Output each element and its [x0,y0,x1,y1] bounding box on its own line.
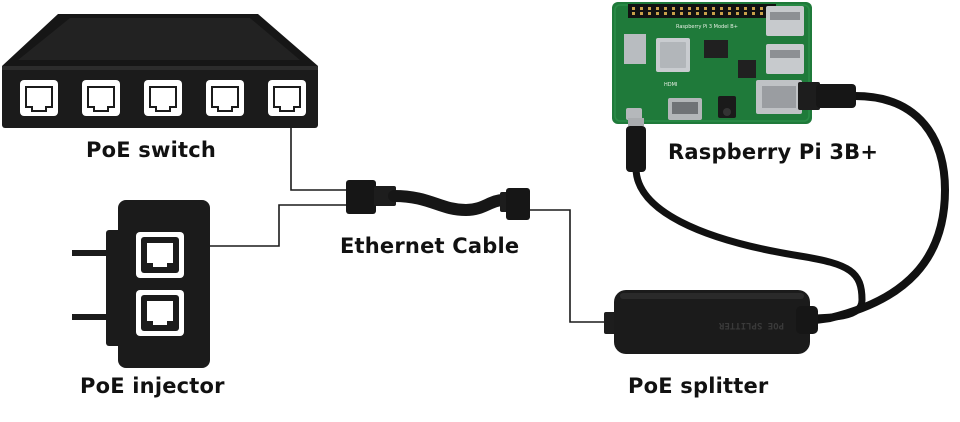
gpio-header [628,4,776,18]
switch-top-sheen [18,18,300,60]
usb-port-bottom-slot [770,50,800,58]
switch-port-4 [206,80,244,116]
injector-to-cable-line [208,204,350,247]
micro-usb-plug [626,118,646,172]
injector-port-top [136,232,184,278]
hdmi-port-opening [672,102,698,114]
ram-chip [704,40,728,58]
switch-port-3 [144,80,182,116]
pi-ethernet-plug [798,82,856,110]
splitter-cable-boot [796,306,818,334]
cable-left-boot [374,186,396,206]
injector-body [118,200,210,368]
injector-prong-bottom [72,314,116,320]
poe-switch [2,14,318,128]
ethernet-jack-opening [762,86,796,108]
label-ethernet-cable: Ethernet Cable [340,234,520,258]
soc-chip-lid [660,42,686,68]
board-hdmi-text: HDMI [664,82,677,88]
usb-port-top [766,6,804,36]
cable-to-splitter-line [528,209,612,323]
audio-jack-hole [723,108,731,116]
poe-splitter: POE SPLITTER [604,290,818,354]
switch-ports [20,80,306,116]
switch-port-1 [20,80,58,116]
gpio-pins [632,7,771,15]
splitter-top-edge [620,293,804,299]
audio-jack [718,96,736,118]
usb-port-top-slot [770,12,800,20]
raspberry-pi-board: Raspberry Pi 3 Model B+ HDMI [612,2,812,124]
cable-right-connector [506,188,530,220]
label-poe-injector: PoE injector [80,374,225,398]
label-poe-splitter: PoE splitter [628,374,769,398]
usb-controller-chip [738,60,756,78]
ethernet-cable [346,180,530,220]
splitter-body [614,290,810,354]
injector-port-bottom [136,290,184,336]
board-model-text: Raspberry Pi 3 Model B+ [676,24,738,30]
pi-ethernet-cable [796,92,950,326]
wifi-module [624,34,646,64]
injector-prong-top [72,250,116,256]
switch-port-2 [82,80,120,116]
label-poe-switch: PoE switch [86,138,217,162]
label-raspberry-pi: Raspberry Pi 3B+ [668,140,879,164]
switch-front-edge [2,66,318,70]
connection-lines [208,126,612,323]
poe-injector [72,200,210,368]
splitter-marking: POE SPLITTER [718,320,784,330]
usb-port-bottom [766,44,804,74]
splitter-cables [632,92,950,326]
cable-left-connector [346,180,376,214]
switch-to-cable-line [290,126,350,191]
switch-port-5 [268,80,306,116]
cable-body [388,190,510,217]
micro-usb-port [626,108,642,120]
